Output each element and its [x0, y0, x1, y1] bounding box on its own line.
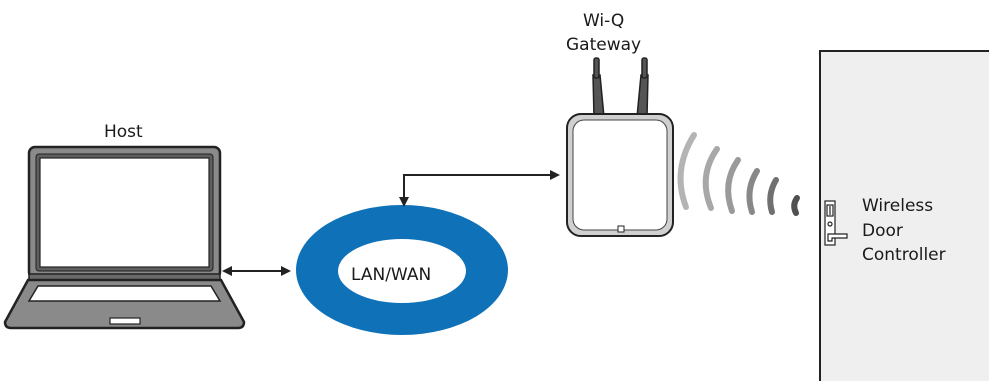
door-lock-icon [824, 200, 848, 246]
signal-waves-icon [677, 132, 800, 216]
network-label: LAN/WAN [351, 265, 432, 285]
network-gateway-arrow [399, 170, 560, 207]
door-label-line1: Wireless [862, 196, 934, 216]
laptop-icon [3, 145, 246, 330]
door-panel [819, 50, 989, 381]
gateway-label-line2: Gateway [566, 35, 642, 55]
wireless-gateway-icon [566, 57, 674, 237]
host-label: Host [104, 122, 143, 142]
door-label-line3: Controller [862, 245, 946, 265]
door-label-line2: Door [862, 221, 903, 241]
gateway-label-line1: Wi-Q [583, 11, 625, 31]
network-ring [296, 205, 508, 335]
